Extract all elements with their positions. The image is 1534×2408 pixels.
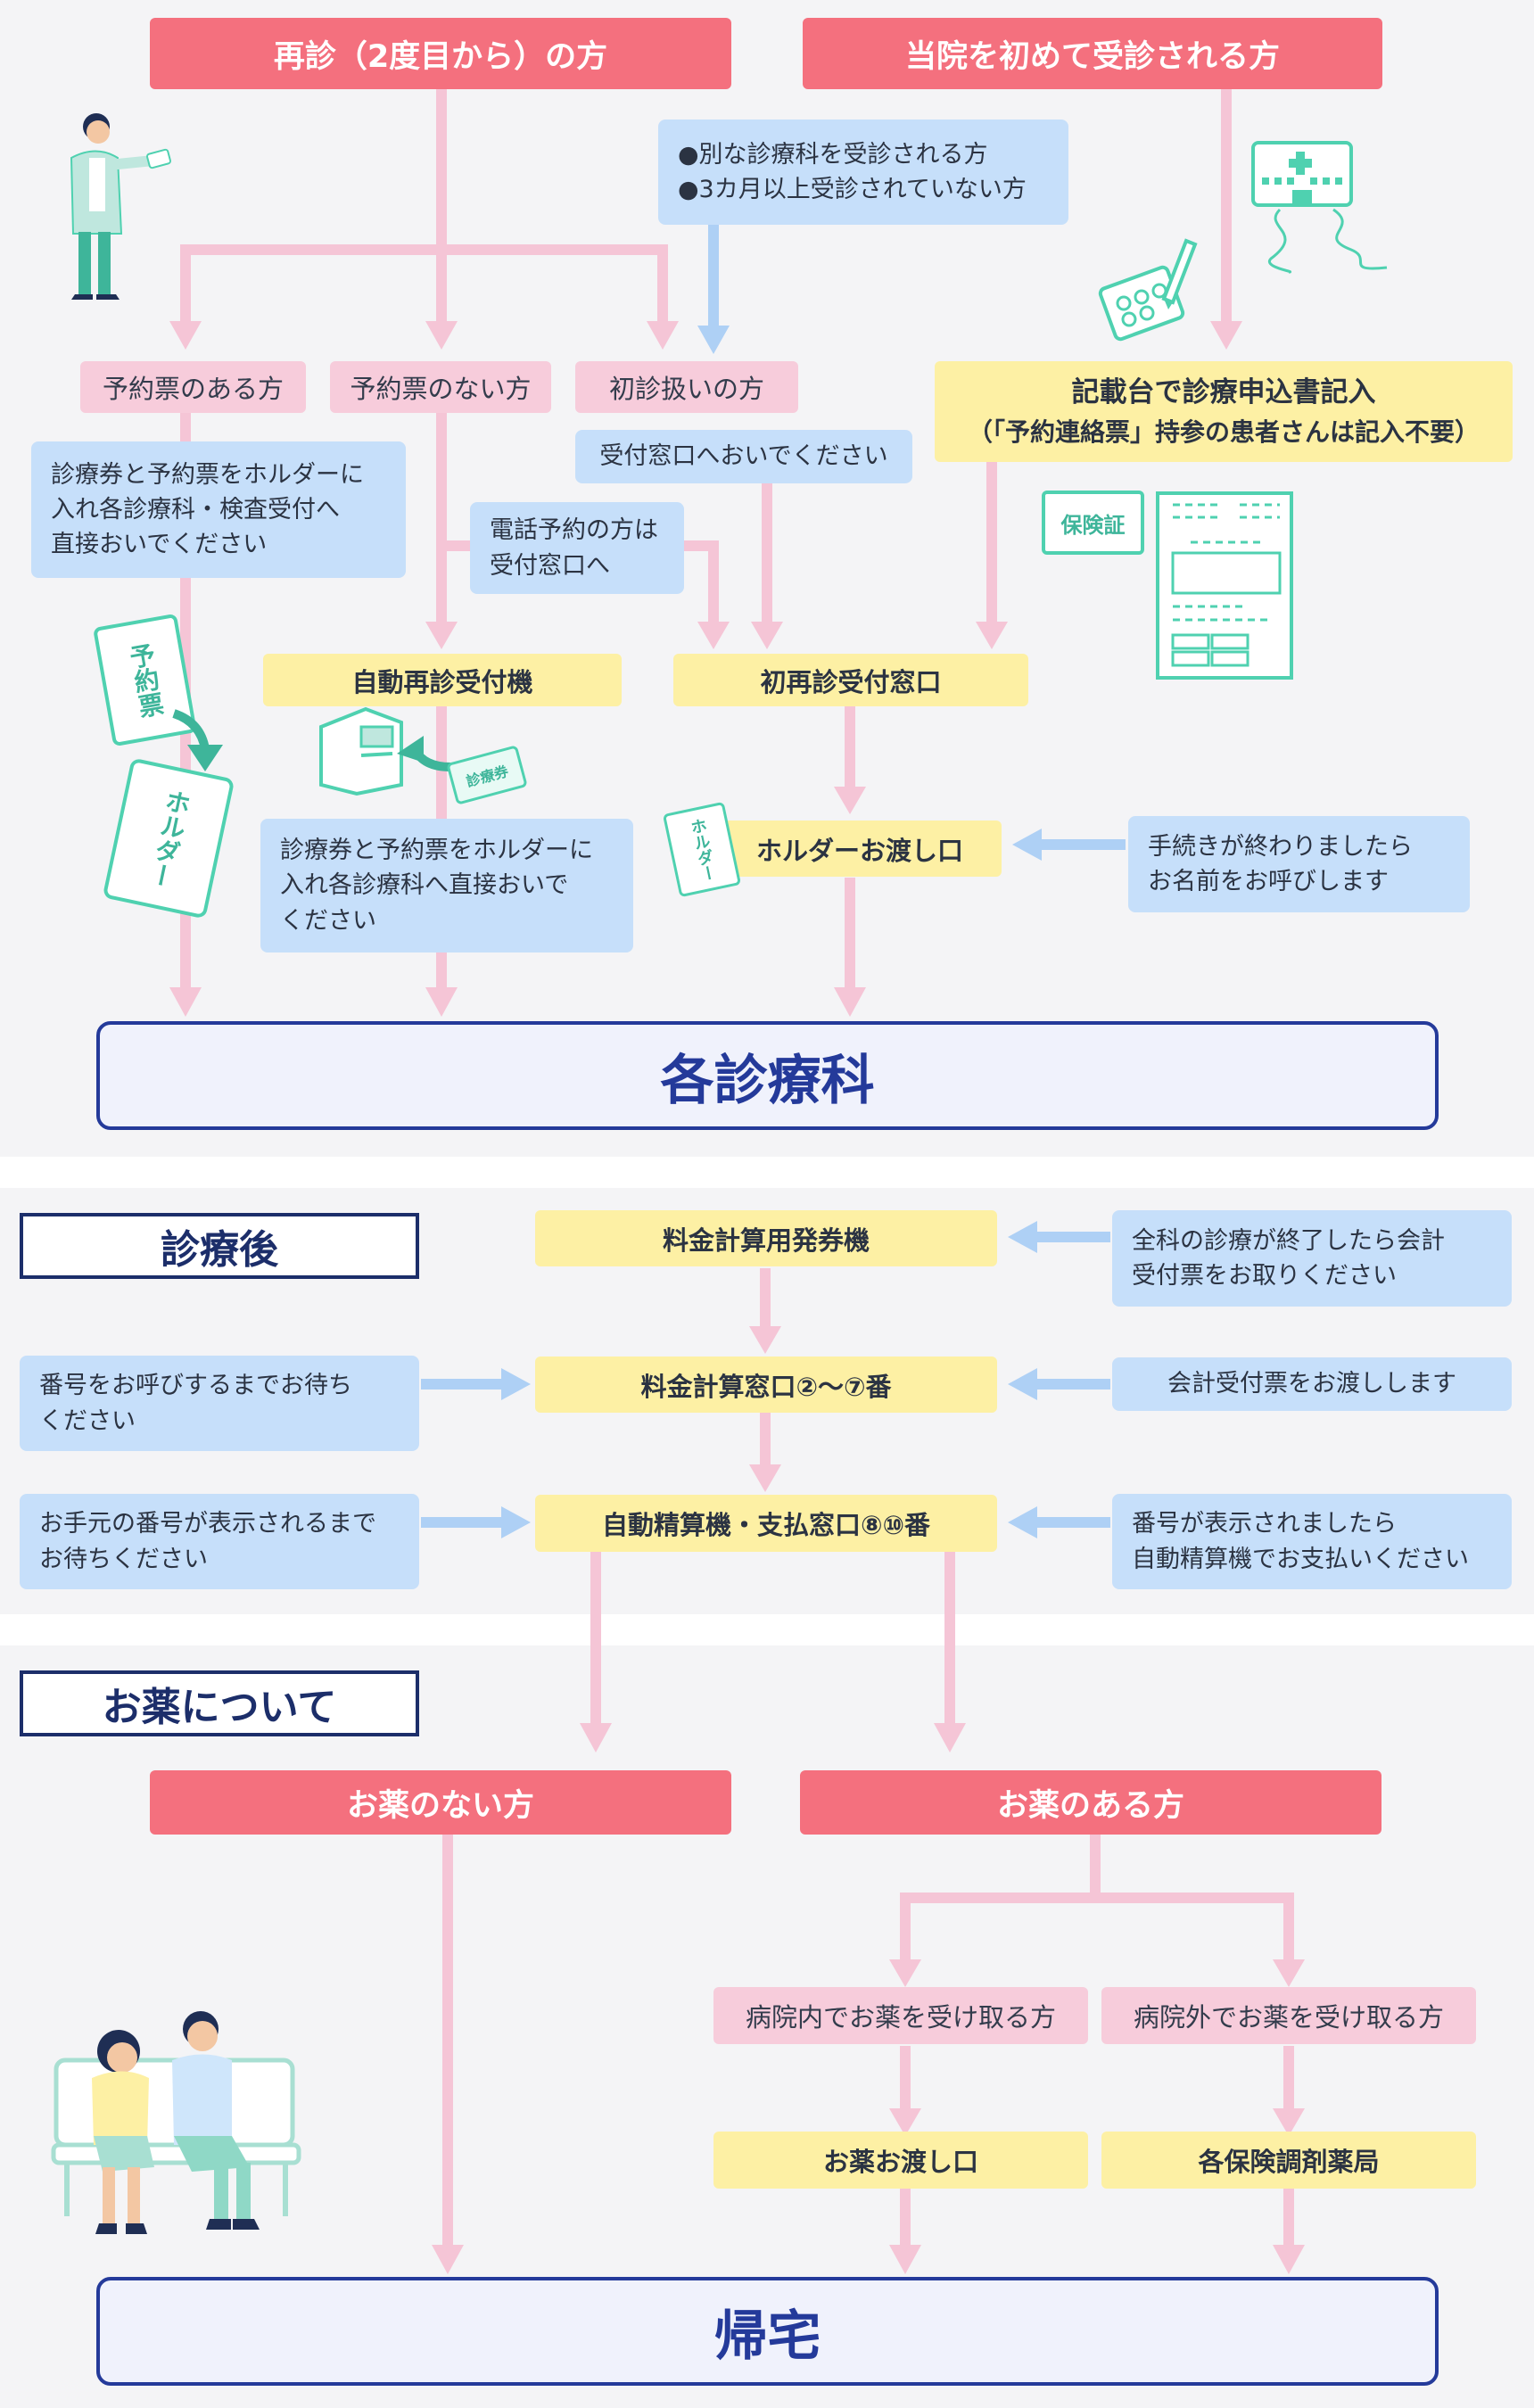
auto-machine-note: 診療券と予約票をホルダーに 入れ各診療科へ直接おいで ください xyxy=(260,819,633,952)
insert-arrow-icon xyxy=(172,709,223,771)
payment-window: 自動精算機・支払窓口⑧⑩番 xyxy=(535,1495,997,1552)
doctor-illustration xyxy=(70,113,171,300)
medicine-window: お薬お渡し口 xyxy=(713,2132,1088,2189)
revisit-header: 再診（2度目から）の方 xyxy=(150,18,731,89)
billing-receipt-note: 会計受付票をお渡しします xyxy=(1112,1357,1512,1411)
insurance-pharmacy: 各保険調剤薬局 xyxy=(1101,2132,1476,2189)
reception-note: 受付窓口へおいでください xyxy=(575,430,912,483)
first-visit-conditions: ●別な診療科を受診される方 ●3カ月以上受診されていない方 xyxy=(658,120,1068,225)
no-medicine-header: お薬のない方 xyxy=(150,1770,731,1835)
phone-reservation-note: 電話予約の方は 受付窓口へ xyxy=(470,502,684,594)
application-form-illustration xyxy=(1156,491,1293,680)
hospital-sign-illustration xyxy=(1251,141,1388,274)
outside-hospital-pickup-label: 病院外でお薬を受け取る方 xyxy=(1101,1987,1476,2044)
form-pen-illustration xyxy=(1098,238,1198,342)
billing-window: 料金計算窓口②〜⑦番 xyxy=(535,1357,997,1413)
after-section-title: 診療後 xyxy=(20,1213,419,1279)
billing-wait-note: 番号をお呼びするまでお待ち ください xyxy=(20,1356,419,1451)
payment-instruction-note: 番号が表示されましたら 自動精算機でお支払いください xyxy=(1112,1494,1512,1589)
holder-note: 手続きが終わりましたら お名前をお呼びします xyxy=(1128,816,1470,912)
holder-window: ホルダーお渡し口 xyxy=(718,821,1002,877)
waiting-patients-illustration xyxy=(51,2011,301,2234)
medicine-section-title: お薬について xyxy=(20,1670,419,1736)
with-reservation-label: 予約票のある方 xyxy=(80,361,306,413)
without-reservation-label: 予約票のない方 xyxy=(330,361,551,413)
card-insert-arrow-icon xyxy=(397,736,451,771)
departments-box: 各診療科 xyxy=(96,1021,1439,1130)
auto-revisit-machine: 自動再診受付機 xyxy=(263,654,622,706)
form-desk-box: 記載台で診療申込書記入 （「予約連絡票」持参の患者さんは記入不要） xyxy=(935,361,1513,462)
ticket-machine: 料金計算用発券機 xyxy=(535,1210,997,1266)
reception-machine-illustration xyxy=(319,706,403,796)
with-medicine-header: お薬のある方 xyxy=(800,1770,1381,1835)
ticket-note: 全科の診療が終了したら会計 受付票をお取りください xyxy=(1112,1210,1512,1307)
first-treatment-label: 初診扱いの方 xyxy=(575,361,798,413)
first-visit-header: 当院を初めて受診される方 xyxy=(803,18,1382,89)
payment-wait-note: お手元の番号が表示されるまで お待ちください xyxy=(20,1494,419,1589)
insurance-card-illustration: 保険証 xyxy=(1042,491,1144,555)
in-hospital-pickup-label: 病院内でお薬を受け取る方 xyxy=(713,1987,1088,2044)
with-reservation-note: 診療券と予約票をホルダーに 入れ各診療科・検査受付へ 直接おいでください xyxy=(31,441,406,578)
reception-window: 初再診受付窓口 xyxy=(673,654,1028,706)
home-box: 帰宅 xyxy=(96,2277,1439,2386)
